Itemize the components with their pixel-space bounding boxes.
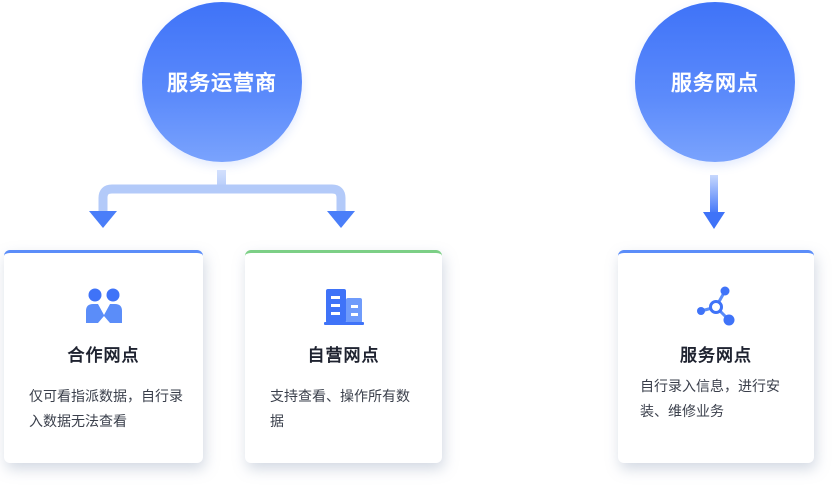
two-people-icon <box>85 288 122 323</box>
buildings-icon <box>323 289 364 325</box>
operator-label: 服务运营商 <box>167 71 277 95</box>
card-partner-point: 合作网点 仅可看指派数据，自行录入数据无法查看 <box>4 250 203 463</box>
arrow-down-icon <box>703 212 725 229</box>
arrow-left-icon <box>89 211 117 228</box>
card-self-operated-point: 自营网点 支持查看、操作所有数据 <box>245 250 442 463</box>
connector-arrows <box>89 170 725 229</box>
share-nodes-icon <box>697 286 735 326</box>
single-connector <box>703 175 725 229</box>
card-title: 服务网点 <box>680 346 752 366</box>
operator-node: 服务运营商 <box>142 2 302 162</box>
card-description: 自行录入信息，进行安装、维修业务 <box>640 379 780 420</box>
card-description: 仅可看指派数据，自行录入数据无法查看 <box>29 389 183 430</box>
card-description: 支持查看、操作所有数据 <box>270 389 410 430</box>
service-point-node: 服务网点 <box>635 2 795 162</box>
branch-connector <box>89 170 355 228</box>
card-title: 合作网点 <box>67 346 140 366</box>
service-point-label: 服务网点 <box>671 71 759 95</box>
arrow-right-icon <box>327 211 355 228</box>
card-service-point: 服务网点 自行录入信息，进行安装、维修业务 <box>618 250 814 463</box>
card-title: 自营网点 <box>307 346 380 366</box>
